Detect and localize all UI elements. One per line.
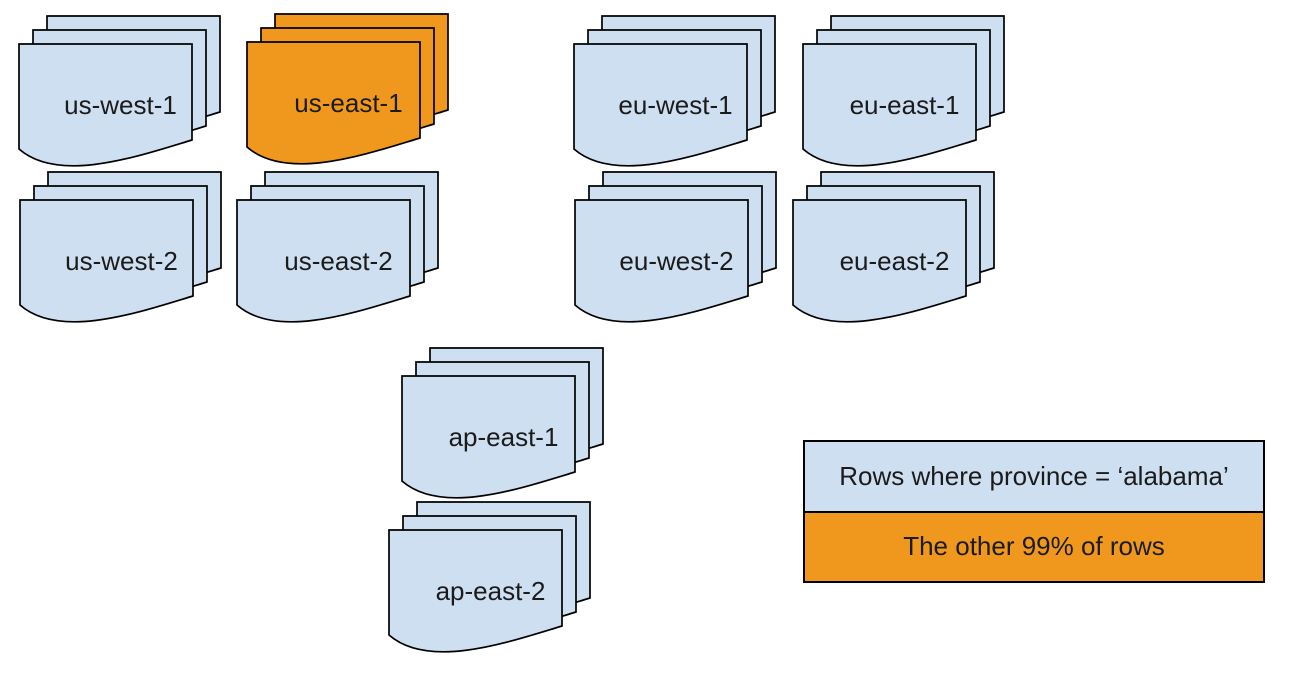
legend-item-label: The other 99% of rows — [903, 531, 1165, 562]
region-stack-ap-east-2: ap-east-2 — [388, 501, 592, 657]
document-stack-icon — [573, 15, 776, 167]
document-stack-icon — [792, 171, 995, 323]
region-stack-us-west-2: us-west-2 — [19, 171, 223, 327]
document-stack-icon — [401, 347, 604, 499]
region-stack-eu-east-1: eu-east-1 — [802, 15, 1006, 171]
region-stack-eu-west-1: eu-west-1 — [573, 15, 777, 171]
region-stack-us-east-2: us-east-2 — [236, 171, 440, 327]
region-stack-ap-east-1: ap-east-1 — [401, 347, 605, 503]
legend-item-label: Rows where province = ‘alabama’ — [839, 460, 1229, 491]
legend: Rows where province = ‘alabama’ The othe… — [803, 440, 1265, 583]
document-stack-icon — [246, 13, 449, 165]
region-stack-us-west-1: us-west-1 — [18, 15, 222, 171]
region-stack-eu-west-2: eu-west-2 — [574, 171, 778, 327]
document-stack-icon — [19, 171, 222, 323]
document-stack-icon — [236, 171, 439, 323]
document-stack-icon — [18, 15, 221, 167]
legend-item-other-rows: The other 99% of rows — [805, 512, 1263, 581]
region-stack-us-east-1: us-east-1 — [246, 13, 450, 169]
document-stack-icon — [574, 171, 777, 323]
document-stack-icon — [388, 501, 591, 653]
region-stack-eu-east-2: eu-east-2 — [792, 171, 996, 327]
document-stack-icon — [802, 15, 1005, 167]
legend-item-alabama-rows: Rows where province = ‘alabama’ — [805, 442, 1263, 513]
